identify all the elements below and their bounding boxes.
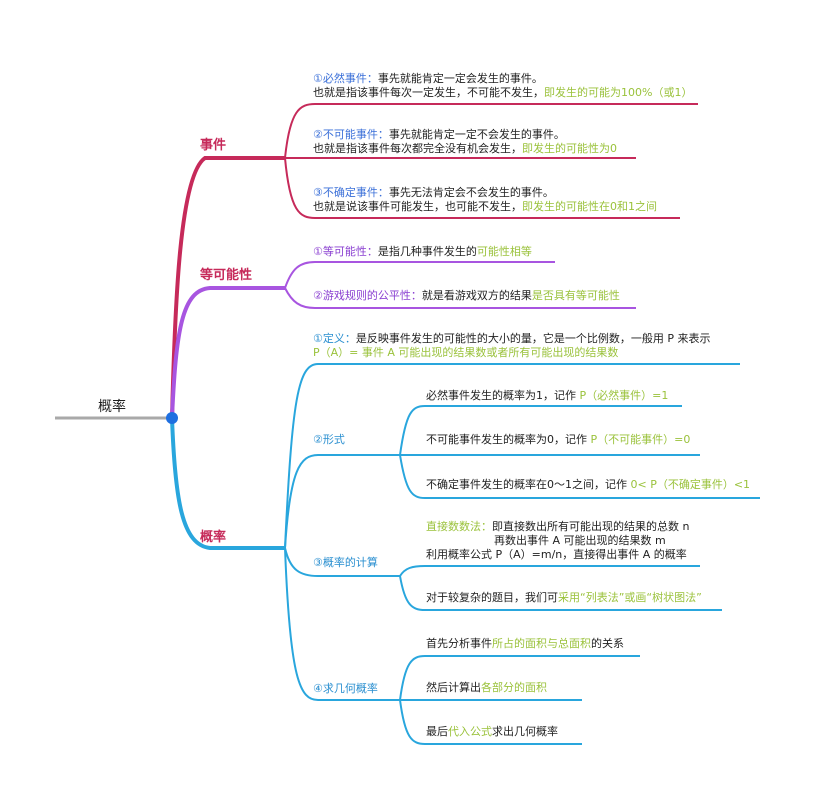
prob-geo-label: ④求几何概率 [313, 682, 378, 695]
root-topic: 概率 [98, 399, 126, 415]
prob-definition-formula: P（A）= 事件 A 可能出现的结果数或者所有可能出现的结果数 [313, 346, 619, 359]
geo-item-2-pre: 然后计算出 [426, 681, 481, 694]
form-item-3-text: 不确定事件发生的概率在0～1之间，记作 [426, 478, 631, 491]
form-item-3-formula: 0< P（不确定事件）<1 [630, 478, 751, 491]
equal-item-1-colon: ： [366, 245, 378, 258]
event-item-3-colon: ： [377, 186, 389, 199]
branch-equal-label: 等可能性 [200, 268, 253, 283]
event-item-3: ③不确定事件：事先无法肯定会不会发生的事件。 也就是说该事件可能发生，也可能不发… [313, 186, 657, 214]
branch-prob-label: 概率 [200, 530, 227, 545]
equal-item-2-highlight: 是否具有等可能性 [531, 289, 620, 302]
equal-item-1-text: 是指几种事件发生的 [377, 245, 477, 258]
geo-item-1-pre: 首先分析事件 [426, 637, 492, 650]
geo-item-3-highlight: 代入公式 [448, 725, 492, 738]
geo-item-1-highlight: 所占的面积与总面积 [492, 637, 591, 650]
event-item-2-key: 不可能事件 [322, 128, 378, 141]
event-item-2-num: ② [313, 128, 323, 141]
geo-item-3-pre: 最后 [426, 725, 448, 738]
prob-calc-label: ③概率的计算 [313, 556, 378, 569]
event-item-1-line2: 也就是指该事件每次一定发生，不可能不发生， [313, 86, 544, 99]
geo-item-3: 最后代入公式求出几何概率 [426, 725, 558, 739]
event-item-1-colon: ： [366, 72, 378, 85]
form-item-2-text: 不可能事件发生的概率为0，记作 [426, 433, 591, 446]
prob-definition-line1: 是反映事件发生的可能性的大小的量，它是一个比例数，一般用 P 来表示 [355, 332, 711, 345]
calc-direct-line2: 再数出事件 A 可能出现的结果数 m [494, 534, 666, 547]
equal-item-2: ②游戏规则的公平性：就是看游戏双方的结果是否具有等可能性 [313, 289, 620, 303]
geo-item-2-highlight: 各部分的面积 [481, 681, 547, 694]
calc-direct-line1: 即直接数出所有可能出现的结果的总数 n [492, 520, 690, 533]
event-item-3-highlight: 即发生的可能性在0和1之间 [522, 200, 657, 213]
event-item-1-line1: 事先就能肯定一定会发生的事件。 [377, 72, 543, 85]
event-item-3-line2: 也就是说该事件可能发生，也可能不发生， [313, 200, 522, 213]
prob-form-label: ②形式 [313, 433, 345, 446]
calc-complex: 对于较复杂的题目，我们可采用“列表法”或画“树状图法” [426, 591, 702, 605]
form-item-1-text: 必然事件发生的概率为1，记作 [426, 389, 580, 402]
geo-item-2: 然后计算出各部分的面积 [426, 681, 547, 695]
calc-direct-colon: ： [481, 520, 492, 533]
equal-item-2-num: ② [313, 289, 323, 302]
geo-item-1-post: 的关系 [591, 637, 624, 650]
event-item-1-key: 必然事件 [322, 72, 367, 85]
event-item-2-line1: 事先就能肯定一定不会发生的事件。 [388, 128, 565, 141]
prob-definition-num: ① [313, 332, 323, 345]
form-item-1: 必然事件发生的概率为1，记作 P（必然事件）=1 [426, 389, 668, 403]
calc-direct: 直接数数法：即直接数出所有可能出现的结果的总数 n 再数出事件 A 可能出现的结… [426, 520, 689, 562]
prob-definition-key: 定义 [322, 332, 345, 345]
calc-complex-highlight: 采用“列表法”或画“树状图法” [558, 591, 702, 604]
event-item-1: ①必然事件：事先就能肯定一定会发生的事件。 也就是指该事件每次一定发生，不可能不… [313, 72, 692, 100]
form-item-2: 不可能事件发生的概率为0，记作 P（不可能事件）=0 [426, 433, 690, 447]
equal-item-2-key: 游戏规则的公平性 [322, 289, 411, 302]
equal-item-1: ①等可能性：是指几种事件发生的可能性相等 [313, 245, 532, 259]
equal-item-1-num: ① [313, 245, 323, 258]
form-item-2-formula: P（不可能事件）=0 [590, 433, 691, 446]
event-item-1-num: ① [313, 72, 323, 85]
equal-item-1-highlight: 可能性相等 [476, 245, 532, 258]
form-item-1-formula: P（必然事件）=1 [579, 389, 669, 402]
calc-direct-key: 直接数数法 [426, 520, 481, 533]
event-item-2: ②不可能事件：事先就能肯定一定不会发生的事件。 也就是指该事件每次都完全没有机会… [313, 128, 617, 156]
event-item-3-key: 不确定事件 [322, 186, 378, 199]
event-item-2-colon: ： [377, 128, 389, 141]
prob-definition-colon: ： [344, 332, 356, 345]
prob-definition: ①定义：是反映事件发生的可能性的大小的量，它是一个比例数，一般用 P 来表示 P… [313, 332, 711, 360]
event-item-3-line1: 事先无法肯定会不会发生的事件。 [388, 186, 554, 199]
equal-item-2-text: 就是看游戏双方的结果 [421, 289, 532, 302]
event-item-3-num: ③ [313, 186, 323, 199]
geo-item-1: 首先分析事件所占的面积与总面积的关系 [426, 637, 624, 651]
calc-direct-line3: 利用概率公式 P（A）=m/n，直接得出事件 A 的概率 [426, 548, 687, 561]
event-item-2-line2: 也就是指该事件每次都完全没有机会发生， [313, 142, 522, 155]
form-item-3: 不确定事件发生的概率在0～1之间，记作 0< P（不确定事件）<1 [426, 478, 750, 492]
event-item-1-highlight: 即发生的可能为100%（或1） [544, 86, 693, 99]
equal-item-1-key: 等可能性 [322, 245, 367, 258]
event-item-2-highlight: 即发生的可能性为0 [522, 142, 617, 155]
calc-complex-text: 对于较复杂的题目，我们可 [426, 591, 558, 604]
geo-item-3-post: 求出几何概率 [492, 725, 558, 738]
equal-item-2-colon: ： [410, 289, 422, 302]
branch-event-label: 事件 [200, 138, 227, 153]
